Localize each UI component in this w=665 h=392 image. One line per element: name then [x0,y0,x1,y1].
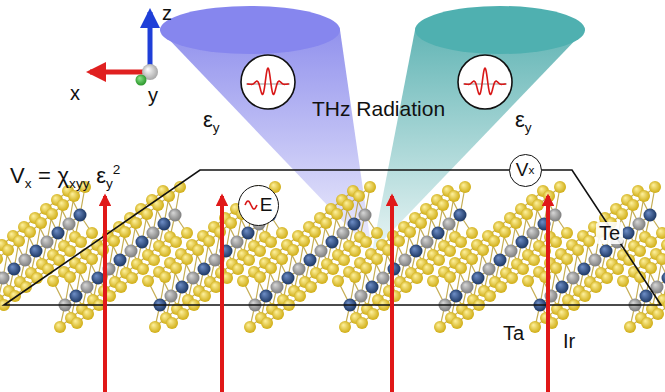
label-text: 2 [113,162,121,177]
label-text: Ir [563,330,575,352]
node-content: Vx [516,160,535,181]
voltage-meter: Vx [509,154,542,187]
label-text: Te [599,222,620,244]
label-text: ε [96,163,106,188]
label-text: Ta [503,322,524,344]
crystal-lattice [0,181,665,333]
label-text: y [213,120,220,135]
node-text: x [528,164,534,177]
label-text: xyy [69,176,89,191]
thz-beam-cone [372,30,585,252]
field-arrow [220,196,224,392]
ac-field-source: E [238,185,279,226]
label-text: = [38,163,51,188]
label-text: y [525,120,532,135]
element-label: Ta [500,322,527,344]
thz-beam-top [160,6,340,54]
sample-plane [4,170,661,305]
sine-symbol [244,199,258,211]
label-text: ε [203,107,213,132]
field-arrow [390,196,394,392]
node-text: V [516,160,529,181]
field-label: εy [515,108,532,135]
axis-label: x [70,82,80,104]
axis-label: z [162,2,172,24]
radiation-label: THz Radiation [312,97,445,120]
formula: Vx = χxyyεy2 [10,162,120,191]
label-text: χ [58,163,70,188]
node-content: E [244,195,273,216]
axis-triad [90,12,158,86]
thz-pulse-icon [241,55,295,109]
thz-beam-top [415,6,585,54]
node-text: E [260,195,273,216]
element-label: Ir [560,330,578,352]
axis-label: y [148,84,158,106]
label-text: ε [515,107,525,132]
thz-beam-cone [160,30,372,252]
label-text: x [70,82,80,104]
label-text: x [25,176,32,191]
label-text: y [148,84,158,106]
field-label: εy [203,108,220,135]
label-text: THz Radiation [312,97,445,120]
label-text: z [162,2,172,24]
label-text: y [106,176,113,191]
field-arrow [103,196,107,392]
element-label: Te [596,222,623,244]
thz-pulse-icon [458,55,512,109]
label-text: V [10,163,25,188]
field-arrow [546,196,550,392]
